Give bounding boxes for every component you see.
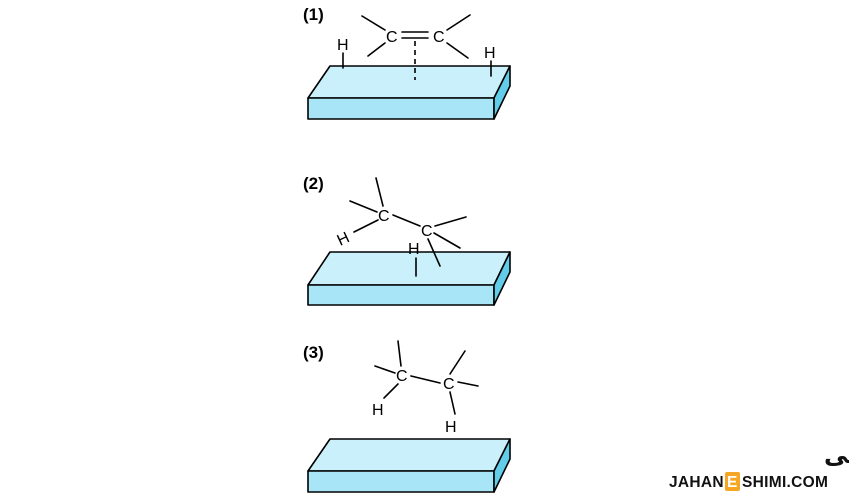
logo-latin-right: SHIMI.COM — [742, 474, 828, 491]
hydrogen-atom: H — [337, 37, 349, 54]
substituent-bond — [349, 200, 378, 213]
substituent-bond — [433, 232, 461, 249]
carbon-carbon-bond — [392, 214, 421, 227]
hydrogen-atom: H — [335, 229, 353, 249]
hydrogen-atom: H — [484, 45, 496, 62]
step-2-label: (2) — [303, 174, 324, 193]
substituent-bond — [374, 365, 396, 374]
substituent-bond — [375, 177, 384, 207]
carbon-atom: C — [386, 29, 398, 46]
carbon-atom: C — [396, 368, 408, 385]
substituent-bond — [446, 14, 471, 31]
substituent-bond — [449, 350, 466, 375]
step-2: (2) C H C H — [303, 174, 511, 306]
substituent-bond — [427, 238, 441, 267]
logo-latin-mid: E — [727, 474, 737, 491]
logo-persian-text: جهان شیمی — [824, 441, 849, 469]
step-1-label: (1) — [303, 5, 324, 24]
hydrogen-atom: H — [372, 402, 384, 419]
logo-accent-box — [725, 472, 740, 491]
catalyst-surface-2 — [307, 251, 511, 306]
c-h-bond — [449, 391, 456, 415]
substituent-bond — [361, 15, 386, 31]
carbon-atom: C — [443, 376, 455, 393]
c-h-bond — [383, 383, 399, 399]
carbon-atom: C — [433, 29, 445, 46]
c-h-bond — [353, 219, 379, 233]
hydrogen-atom: H — [408, 241, 420, 258]
step-3-label: (3) — [303, 343, 324, 362]
catalyst-surface-1 — [307, 65, 511, 120]
carbon-carbon-bond — [410, 375, 441, 384]
catalyst-surface-3 — [307, 438, 511, 493]
substituent-bond — [446, 42, 469, 59]
substituent-bond — [367, 42, 386, 57]
step-1: (1) H H C C — [303, 5, 511, 120]
jahan-shimi-logo: جهان شیمی JAHAN E SHIMI.COM — [669, 441, 849, 491]
carbon-atom: C — [421, 223, 433, 240]
substituent-bond — [397, 340, 402, 367]
substituent-bond — [434, 216, 467, 227]
hydrogen-atom: H — [445, 419, 457, 436]
substituent-bond — [457, 381, 479, 387]
carbon-atom: C — [378, 208, 390, 225]
step-3: (3) C H C H — [303, 340, 511, 493]
logo-latin-left: JAHAN — [669, 474, 724, 491]
